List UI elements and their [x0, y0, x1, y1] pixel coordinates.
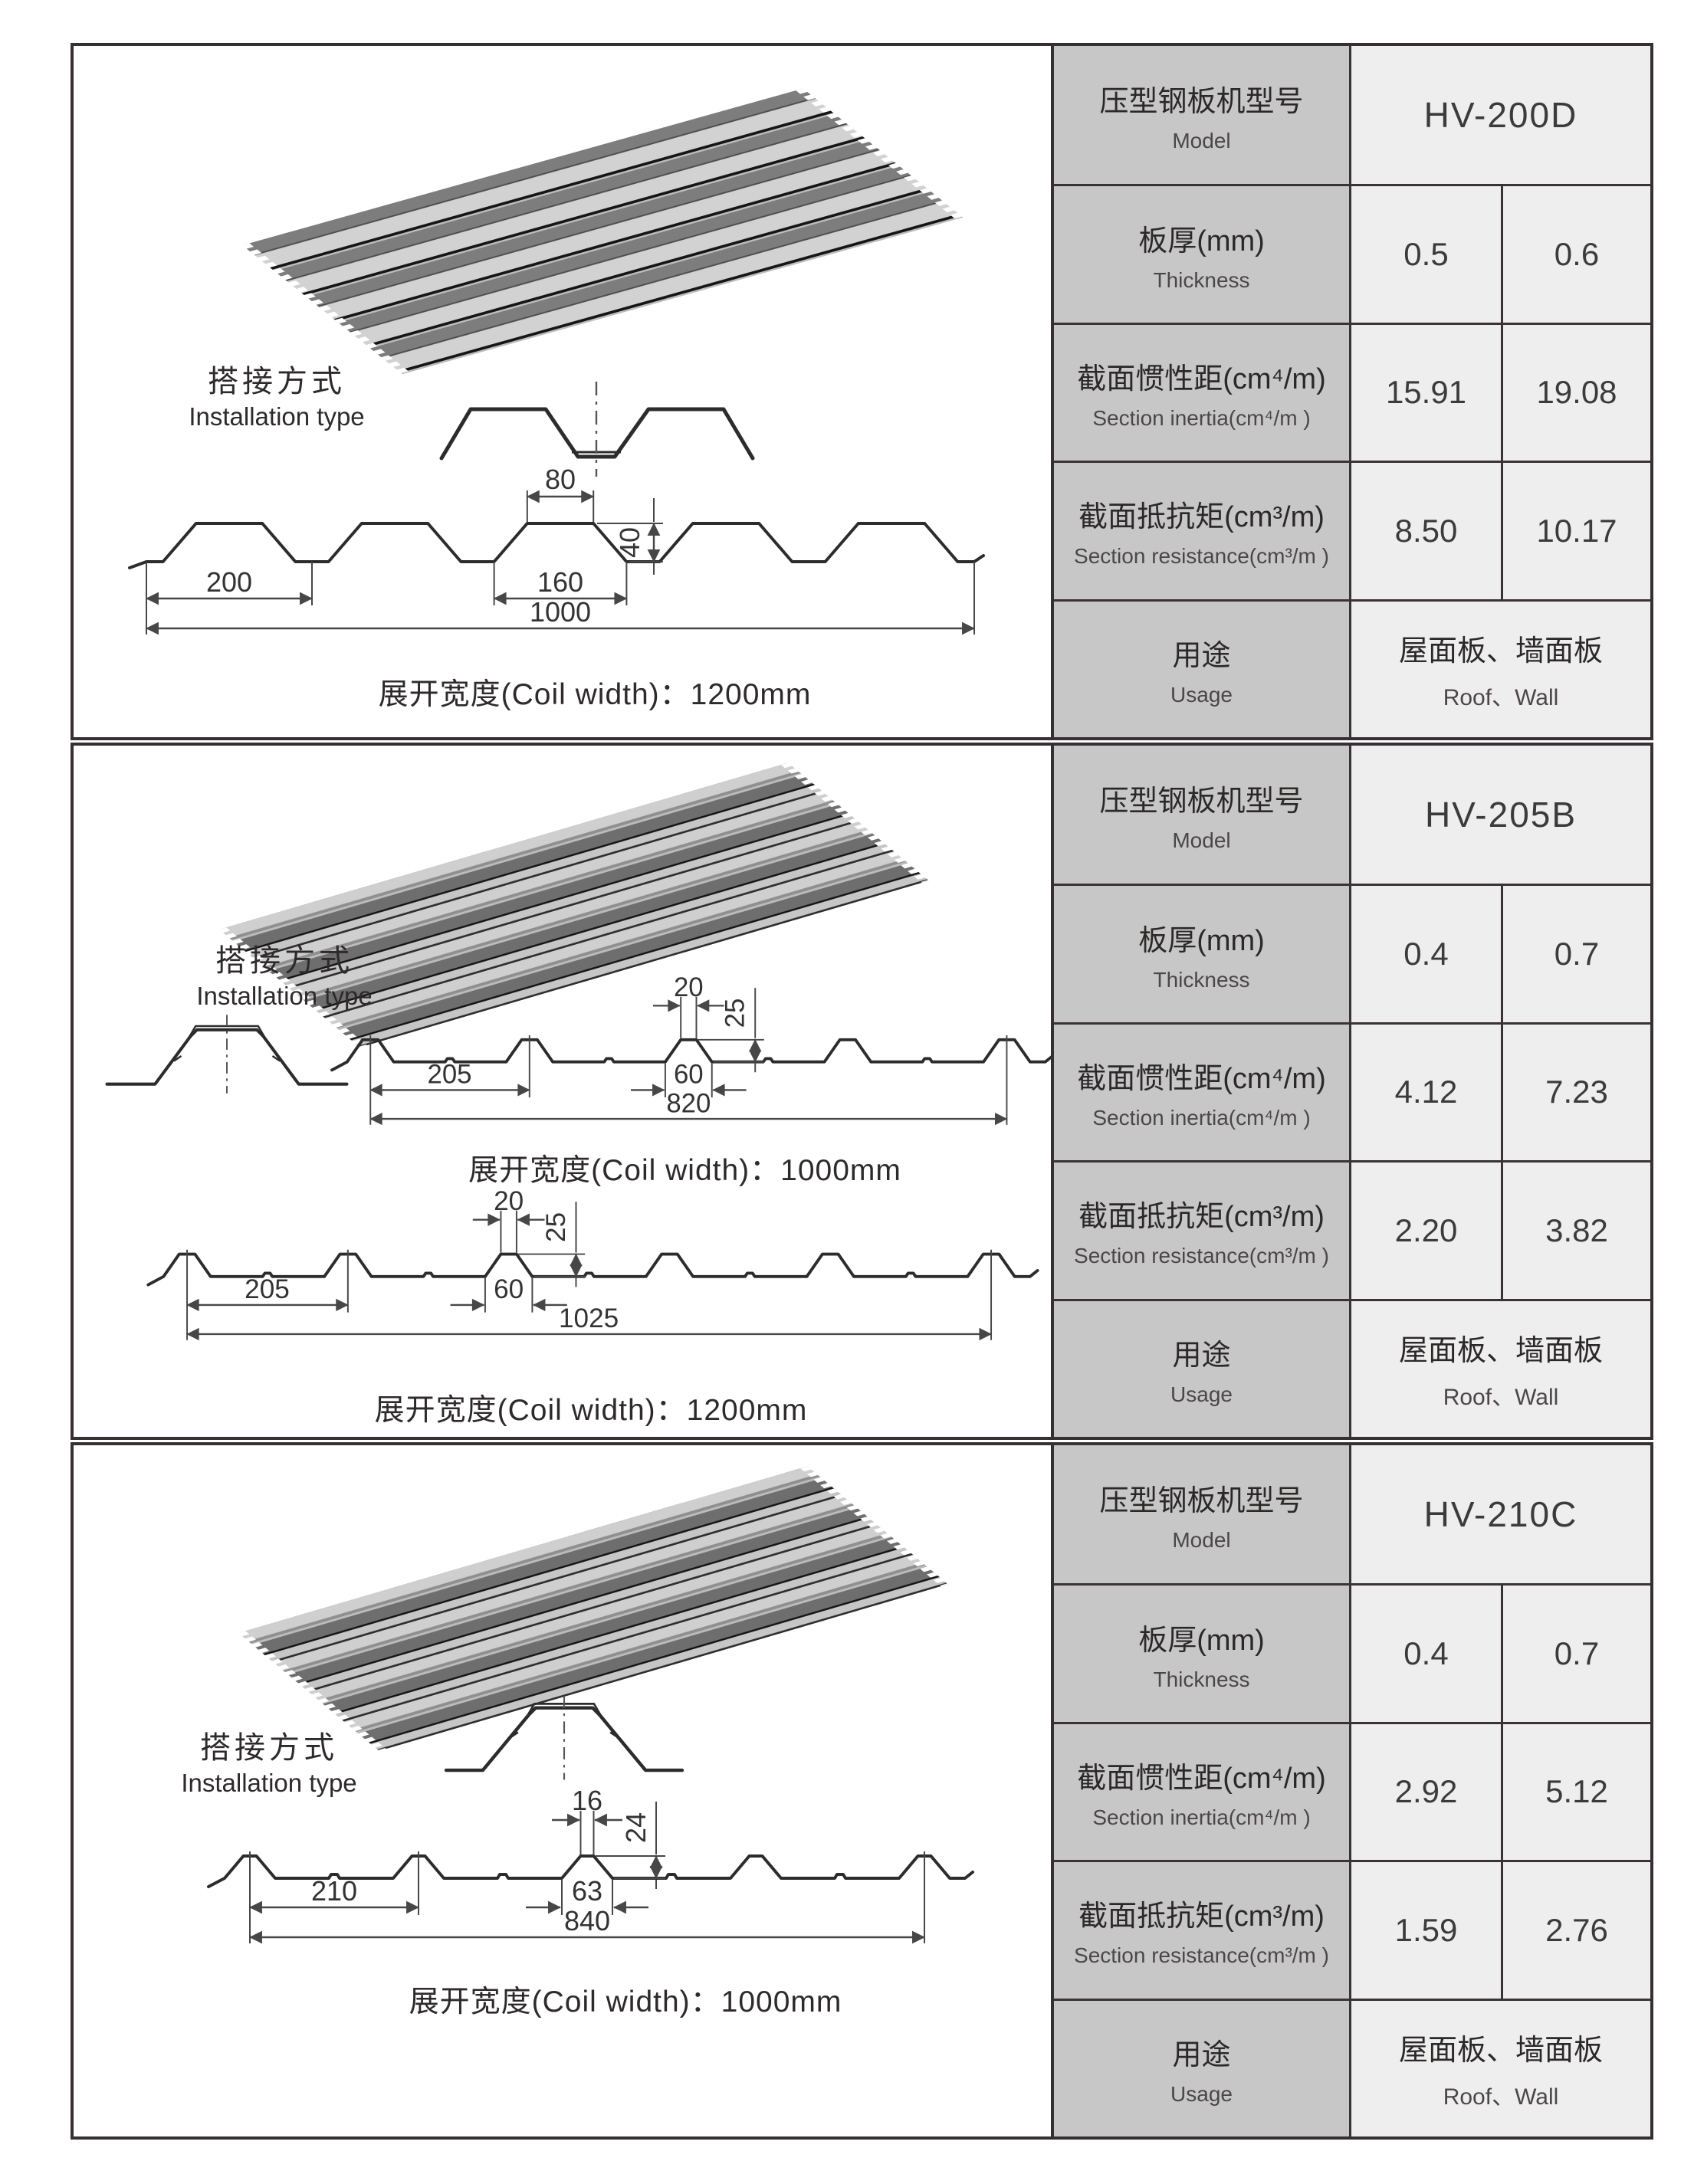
cross-section-drawing-b: 20 25 205 60 1025 — [146, 1186, 1039, 1341]
spec-table-hv-205b: 压型钢板机型号 Model HV-205B 板厚(mm) Thickness 0… — [1051, 746, 1650, 1437]
installation-type-label: 搭接方式 Installation type — [150, 356, 403, 431]
thickness-value-1: 0.5 — [1351, 184, 1501, 323]
model-value: HV-205B — [1351, 746, 1650, 884]
dim-top-width: 80 — [545, 464, 576, 495]
usage-value: 屋面板、墙面板 Roof、Wall — [1351, 1998, 1650, 2136]
model-label: 压型钢板机型号 Model — [1054, 1445, 1351, 1584]
dim-top-width: 16 — [572, 1786, 602, 1816]
resistance-value-2: 3.82 — [1501, 1160, 1650, 1299]
installation-type-label: 搭接方式 Installation type — [143, 1723, 396, 1798]
dim-top-width: 20 — [494, 1186, 524, 1216]
spec-sheet: 搭接方式 Installation type — [71, 43, 1653, 2142]
installation-type-en: Installation type — [181, 1769, 357, 1797]
dim-pitch: 205 — [245, 1274, 290, 1304]
lap-profile-drawing — [444, 1695, 684, 1780]
inertia-value-1: 2.92 — [1351, 1721, 1501, 1861]
installation-type-en: Installation type — [196, 982, 373, 1010]
cross-section-drawing: 80 40 200 160 1000 — [128, 464, 985, 635]
usage-label: 用途 Usage — [1054, 598, 1351, 737]
inertia-value-1: 4.12 — [1351, 1021, 1501, 1161]
installation-type-zh: 搭接方式 — [208, 365, 346, 398]
section3-graphics: 搭接方式 Installation type — [74, 1445, 1051, 2136]
dim-total: 1000 — [530, 596, 591, 628]
resistance-value-2: 2.76 — [1501, 1860, 1650, 1999]
usage-label: 用途 Usage — [1054, 1298, 1351, 1437]
thickness-value-1: 0.4 — [1351, 884, 1501, 1022]
section-hv-205b: 搭接方式 Installation type — [71, 743, 1653, 1440]
resistance-value-1: 8.50 — [1351, 461, 1501, 599]
thickness-value-2: 0.7 — [1501, 884, 1650, 1022]
model-value: HV-200D — [1351, 46, 1650, 185]
spec-table-hv-200d: 压型钢板机型号 Model HV-200D 板厚(mm) Thickness 0… — [1051, 46, 1650, 737]
resistance-value-2: 10.17 — [1501, 461, 1650, 599]
dim-total: 840 — [564, 1905, 610, 1936]
thickness-label: 板厚(mm) Thickness — [1054, 1583, 1351, 1722]
coil-width-caption-b: 展开宽度(Coil width)：1200mm — [374, 1394, 808, 1427]
resistance-value-1: 1.59 — [1351, 1860, 1501, 1999]
dim-base: 60 — [674, 1061, 704, 1090]
model-value: HV-210C — [1351, 1445, 1650, 1584]
thickness-label: 板厚(mm) Thickness — [1054, 184, 1351, 323]
resistance-label: 截面抵抗矩(cm³/m) Section resistance(cm³/m ) — [1054, 1160, 1351, 1299]
panel-3d-illustration — [214, 761, 934, 1049]
resistance-value-1: 2.20 — [1351, 1160, 1501, 1299]
thickness-value-2: 0.6 — [1501, 184, 1650, 323]
dim-lines — [186, 1202, 993, 1341]
resistance-label: 截面抵抗矩(cm³/m) Section resistance(cm³/m ) — [1054, 1860, 1351, 1999]
dim-height: 25 — [541, 1212, 571, 1242]
dim-height: 24 — [620, 1812, 652, 1843]
coil-width-caption: 展开宽度(Coil width)：1000mm — [409, 1986, 842, 2018]
dim-base: 60 — [494, 1274, 524, 1304]
dim-lines — [369, 988, 1008, 1126]
dim-pitch: 200 — [206, 566, 252, 598]
inertia-value-2: 7.23 — [1501, 1021, 1650, 1161]
cross-section-drawing-a: 20 25 205 60 820 — [330, 973, 1051, 1126]
section1-graphics: 搭接方式 Installation type — [74, 46, 1051, 737]
section-hv-210c: 搭接方式 Installation type — [71, 1442, 1653, 2140]
thickness-value-1: 0.4 — [1351, 1583, 1501, 1722]
section2-graphics: 搭接方式 Installation type — [74, 746, 1051, 1437]
model-label: 压型钢板机型号 Model — [1054, 746, 1351, 884]
thickness-label: 板厚(mm) Thickness — [1054, 884, 1351, 1022]
usage-label: 用途 Usage — [1054, 1998, 1351, 2136]
panel-3d-illustration — [233, 1464, 954, 1753]
installation-type-label: 搭接方式 Installation type — [158, 936, 411, 1011]
usage-value: 屋面板、墙面板 Roof、Wall — [1351, 598, 1650, 737]
dim-pitch: 210 — [311, 1875, 357, 1907]
resistance-label: 截面抵抗矩(cm³/m) Section resistance(cm³/m ) — [1054, 461, 1351, 599]
inertia-label: 截面惯性距(cm⁴/m) Section inertia(cm⁴/m ) — [1054, 322, 1351, 461]
inertia-value-2: 19.08 — [1501, 322, 1650, 461]
installation-type-zh: 搭接方式 — [215, 944, 353, 978]
dim-base: 160 — [537, 566, 583, 598]
installation-type-zh: 搭接方式 — [200, 1731, 338, 1765]
coil-width-caption: 展开宽度(Coil width)：1200mm — [378, 678, 812, 711]
dim-total: 1025 — [559, 1304, 619, 1333]
dim-top-width: 20 — [674, 973, 704, 1002]
dim-base: 63 — [572, 1875, 602, 1907]
cross-section-drawing: 16 24 210 63 840 — [207, 1786, 974, 1944]
dim-pitch: 205 — [428, 1061, 472, 1090]
dim-total: 820 — [666, 1089, 711, 1118]
inertia-value-1: 15.91 — [1351, 322, 1501, 461]
dim-lines — [146, 490, 975, 635]
spec-table-hv-210c: 压型钢板机型号 Model HV-210C 板厚(mm) Thickness 0… — [1051, 1445, 1650, 2136]
coil-width-caption-a: 展开宽度(Coil width)：1000mm — [468, 1154, 901, 1187]
inertia-label: 截面惯性距(cm⁴/m) Section inertia(cm⁴/m ) — [1054, 1021, 1351, 1161]
usage-value: 屋面板、墙面板 Roof、Wall — [1351, 1298, 1650, 1437]
panel-3d-illustration — [236, 87, 969, 376]
lap-profile-drawing — [439, 382, 755, 477]
thickness-value-2: 0.7 — [1501, 1583, 1650, 1722]
dim-height: 25 — [721, 999, 750, 1028]
dim-lines — [249, 1802, 925, 1944]
inertia-value-2: 5.12 — [1501, 1721, 1650, 1861]
lap-profile-drawing — [105, 1015, 349, 1094]
model-label: 压型钢板机型号 Model — [1054, 46, 1351, 185]
dim-height: 40 — [614, 527, 645, 558]
inertia-label: 截面惯性距(cm⁴/m) Section inertia(cm⁴/m ) — [1054, 1721, 1351, 1861]
section-hv-200d: 搭接方式 Installation type — [71, 43, 1653, 740]
installation-type-en: Installation type — [189, 402, 365, 431]
